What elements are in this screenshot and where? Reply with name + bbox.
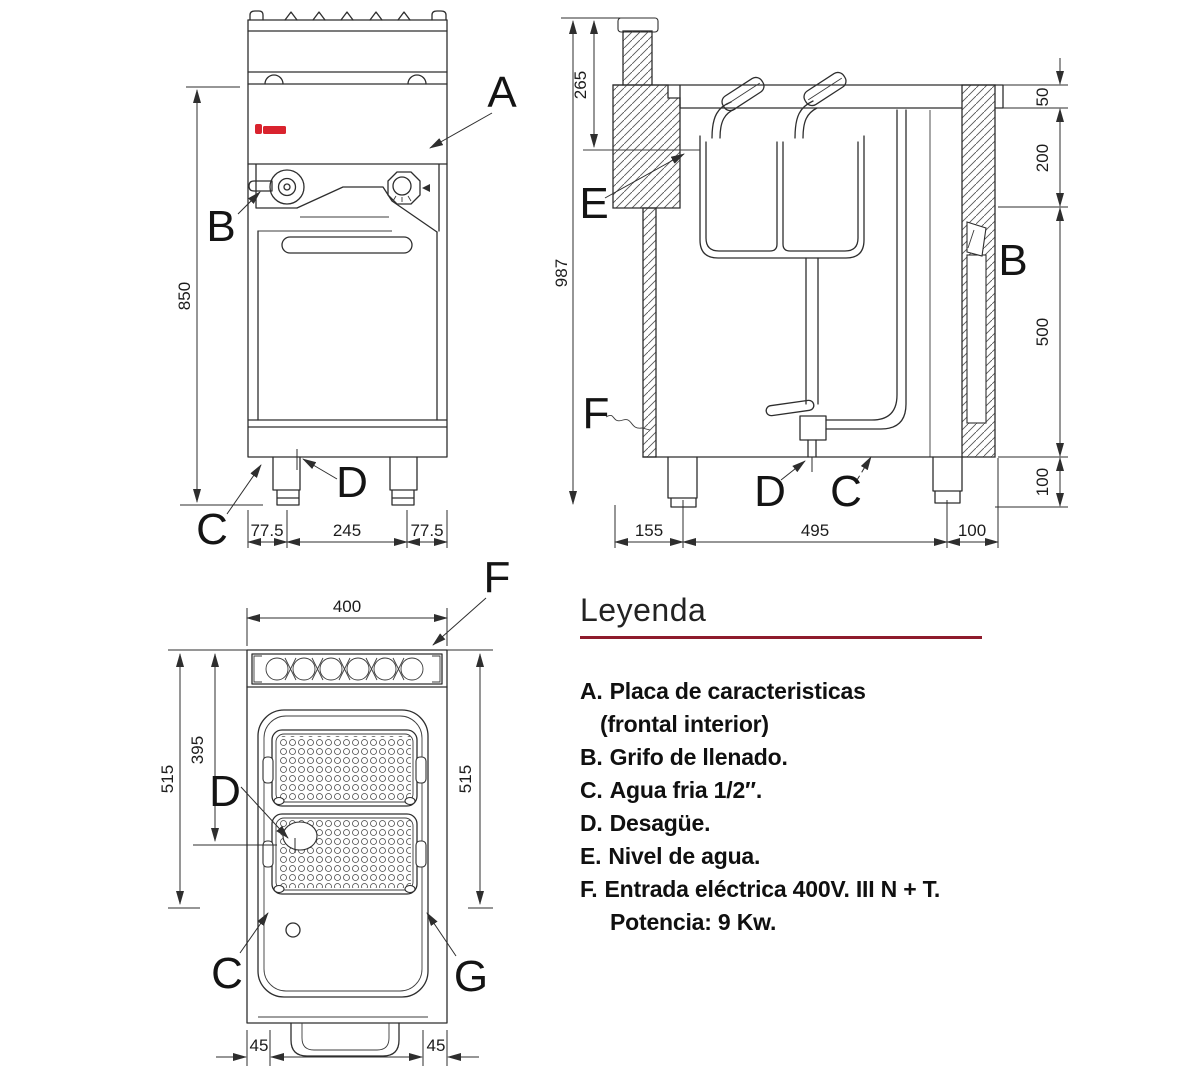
side-dim-right: 50 200 500 100: [995, 58, 1068, 508]
svg-text:50: 50: [1033, 88, 1052, 107]
svg-text:515: 515: [158, 765, 177, 793]
legend-item-a-cont: (frontal interior): [600, 711, 769, 737]
fill-tap-front: [248, 169, 305, 205]
svg-text:850: 850: [175, 282, 194, 310]
front-dim-850: 850: [175, 86, 263, 506]
legend-item-e: E.Nivel de agua.: [580, 843, 761, 869]
svg-text:245: 245: [333, 521, 361, 540]
front-callouts: A B C D: [196, 68, 517, 554]
svg-text:155: 155: [635, 521, 663, 540]
legend-item-c: C.Agua fria 1/2″.: [580, 777, 763, 803]
legend-item-b: B.Grifo de llenado.: [580, 744, 788, 770]
brand-logo: [255, 124, 286, 134]
svg-text:515: 515: [456, 765, 475, 793]
callout-a: A: [487, 68, 517, 117]
callout-c-top: C: [211, 949, 243, 998]
fill-tap-side: [966, 221, 987, 257]
svg-text:45: 45: [250, 1036, 269, 1055]
chimney: [622, 30, 653, 86]
basket-2: [262, 813, 427, 895]
svg-text:100: 100: [958, 521, 986, 540]
knob-pointer-icon: [422, 184, 430, 192]
legend-underline: [580, 636, 982, 639]
front-dim-bottom: 77.5 245 77.5: [247, 510, 448, 548]
callout-e: E: [579, 179, 608, 228]
svg-text:400: 400: [333, 597, 361, 616]
front-view: 850 77.5 245 77.5 A B C D: [175, 10, 517, 554]
control-knob: [387, 171, 430, 205]
callout-d-side: D: [754, 467, 786, 516]
legend-item-f-cont: Potencia: 9 Kw.: [610, 909, 777, 935]
basket-handles: [711, 71, 847, 139]
rear-channel: [966, 254, 987, 424]
door-handle-front: [281, 236, 413, 254]
callout-b-side: B: [998, 236, 1027, 285]
callout-c-side: C: [830, 467, 862, 516]
legend-title: Leyenda: [580, 592, 707, 628]
top-body: [246, 649, 448, 1024]
top-dim-400: 400: [246, 597, 448, 646]
top-view: 400 515 395 515 45 45 F D: [158, 553, 510, 1066]
svg-text:495: 495: [801, 521, 829, 540]
basket-1: [262, 729, 427, 807]
front-legs: [272, 456, 418, 506]
svg-text:77.5: 77.5: [410, 521, 443, 540]
svg-text:265: 265: [571, 71, 590, 99]
side-legs: [667, 456, 963, 508]
legend: Leyenda A.Placa de caracteristicas (fron…: [580, 592, 1000, 939]
cabinet-front-section: [642, 207, 657, 458]
side-dim-left: 987 265: [552, 17, 632, 505]
drain-dome: [282, 821, 318, 851]
callout-c: C: [196, 505, 228, 554]
callout-f-side: F: [583, 389, 610, 438]
tanks-section: [699, 135, 865, 259]
basin-hole: [285, 922, 301, 938]
element-strip: [246, 653, 448, 688]
svg-text:45: 45: [427, 1036, 446, 1055]
svg-text:100: 100: [1033, 468, 1052, 496]
svg-text:200: 200: [1033, 144, 1052, 172]
front-panel-section: [612, 84, 681, 209]
side-callouts: E B F D C: [579, 153, 1028, 516]
svg-text:500: 500: [1033, 318, 1052, 346]
front-drain-lip: [296, 186, 438, 233]
callout-b: B: [206, 202, 235, 251]
callout-d-top: D: [209, 767, 241, 816]
legend-item-f: F.Entrada eléctrica 400V. III N + T.: [580, 876, 941, 902]
chimney-cap: [617, 17, 659, 33]
drain-pipe: [765, 257, 827, 472]
callout-f-top: F: [484, 553, 511, 602]
legend-items: A.Placa de caracteristicas (frontal inte…: [580, 675, 1000, 939]
top-callouts: F D C G: [209, 553, 510, 1001]
front-door: [257, 230, 438, 421]
callout-g-top: G: [454, 952, 488, 1001]
side-dim-bottom: 155 495 100: [614, 458, 999, 548]
water-pipe: [825, 109, 907, 430]
front-notches: [264, 74, 427, 85]
callout-d: D: [336, 458, 368, 507]
front-body: [247, 19, 448, 458]
top-dim-bottom: 45 45: [216, 1030, 479, 1066]
svg-text:395: 395: [188, 736, 207, 764]
svg-text:77.5: 77.5: [250, 521, 283, 540]
legend-item-d: D.Desagüe.: [580, 810, 711, 836]
top-dim-sides: 515 395 515: [158, 649, 493, 909]
legend-item-a: A.Placa de caracteristicas: [580, 678, 866, 704]
side-view: 987 265 50 200 500 100 155 495 100: [552, 17, 1068, 548]
svg-text:987: 987: [552, 259, 571, 287]
